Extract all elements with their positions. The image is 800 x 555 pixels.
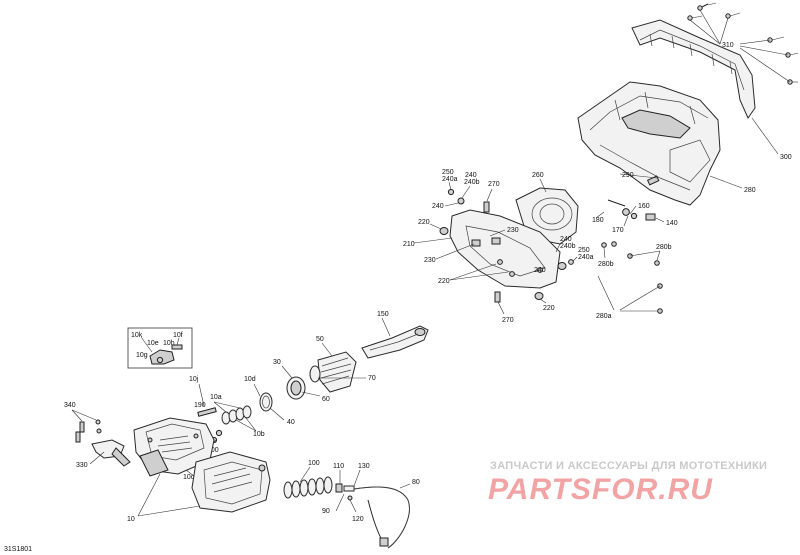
callout-250-mid: 250 xyxy=(578,247,590,254)
callout-330: 330 xyxy=(76,462,88,469)
callout-80: 80 xyxy=(412,479,420,486)
bolt-290-part xyxy=(646,175,660,186)
callout-240a: 240a xyxy=(442,176,458,183)
hose-part-80 xyxy=(353,486,410,549)
hull-cover-part-280 xyxy=(577,81,721,206)
callout-220-a: 220 xyxy=(418,219,430,226)
callout-10: 10 xyxy=(127,516,135,523)
right-fasteners-group xyxy=(595,199,665,314)
steering-arm-part-150 xyxy=(361,325,429,359)
callout-270: 270 xyxy=(488,181,500,188)
callout-10g: 10g xyxy=(136,352,148,359)
screw-310-group xyxy=(687,2,799,85)
callout-150: 150 xyxy=(377,311,389,318)
callout-200: 200 xyxy=(207,447,219,454)
callout-270-b: 270 xyxy=(502,317,514,324)
inset-box-10 xyxy=(127,327,193,369)
electronic-module-lower-10 xyxy=(191,451,271,513)
handle-frame-part xyxy=(631,19,756,120)
callout-280b-right: 280b xyxy=(656,244,672,251)
callout-260: 260 xyxy=(532,172,544,179)
callout-240-side: 240 xyxy=(432,203,444,210)
callout-210: 210 xyxy=(403,241,415,248)
clamp-part-70 xyxy=(309,365,321,383)
callout-240a-mid: 240a xyxy=(578,254,594,261)
callout-300: 300 xyxy=(780,154,792,161)
callout-280a: 280a xyxy=(596,313,612,320)
spring-part-100 xyxy=(283,476,333,499)
callout-130: 130 xyxy=(358,463,370,470)
callout-240-low: 240 xyxy=(534,267,546,274)
callout-190: 190 xyxy=(194,402,206,409)
callout-230-b: 230 xyxy=(424,257,436,264)
callout-160: 160 xyxy=(638,203,650,210)
callout-100: 100 xyxy=(308,460,320,467)
callout-10f: 10f xyxy=(173,332,183,339)
callout-10b: 10b xyxy=(253,431,265,438)
callout-10h: 10h xyxy=(163,340,175,347)
callout-240b: 240b xyxy=(464,179,480,186)
callout-180: 180 xyxy=(592,217,604,224)
callout-310: 310 xyxy=(722,42,734,49)
callout-50: 50 xyxy=(316,336,324,343)
callout-290: 290 xyxy=(622,172,634,179)
callout-220-b: 220 xyxy=(438,278,450,285)
ring-part-40 xyxy=(259,392,273,412)
callout-280b-left: 280b xyxy=(598,261,614,268)
callout-340: 340 xyxy=(64,402,76,409)
callout-240: 240 xyxy=(465,172,477,179)
callout-170: 170 xyxy=(612,227,624,234)
callout-110: 110 xyxy=(333,463,344,470)
rubber-boot-part-50 xyxy=(317,351,357,393)
callout-280: 280 xyxy=(744,187,756,194)
callout-10a: 10a xyxy=(210,394,222,401)
callout-10j: 10j xyxy=(189,376,199,383)
o-rings-group-10a xyxy=(213,401,257,432)
small-fasteners-group-mid xyxy=(555,243,578,265)
callout-220-c: 220 xyxy=(543,305,555,312)
small-fasteners-group-top xyxy=(444,181,493,213)
watermark-logo: PARTSFOR.RU xyxy=(488,473,713,506)
callout-60: 60 xyxy=(322,396,330,403)
callout-10c: 10c xyxy=(183,474,195,481)
callout-240b-mid: 240b xyxy=(560,243,576,250)
callout-90: 90 xyxy=(322,508,330,515)
callout-120: 120 xyxy=(352,516,364,523)
fitting-110 xyxy=(335,483,355,501)
watermark-tagline: ЗАПЧАСТИ И АКСЕССУАРЫ ДЛЯ МОТОТЕХНИКИ xyxy=(490,460,767,472)
callout-30: 30 xyxy=(273,359,281,366)
diagram-reference-code: 31S1801 xyxy=(4,546,32,553)
adapter-part-30 xyxy=(286,376,306,400)
callout-10e: 10e xyxy=(147,340,159,347)
pump-bracket-part-210 xyxy=(449,209,561,289)
bolts-340 xyxy=(71,409,102,443)
callout-10d: 10d xyxy=(244,376,256,383)
callout-240-mid: 240 xyxy=(560,236,572,243)
callout-10k: 10k xyxy=(131,332,143,339)
callout-40: 40 xyxy=(287,419,295,426)
lever-part-330 xyxy=(91,439,131,467)
callout-140: 140 xyxy=(666,220,678,227)
callout-250: 250 xyxy=(442,169,454,176)
bolt-270-lower xyxy=(494,291,501,303)
callout-70: 70 xyxy=(368,375,376,382)
grommet-220 xyxy=(439,227,567,300)
callout-230-a: 230 xyxy=(507,227,519,234)
